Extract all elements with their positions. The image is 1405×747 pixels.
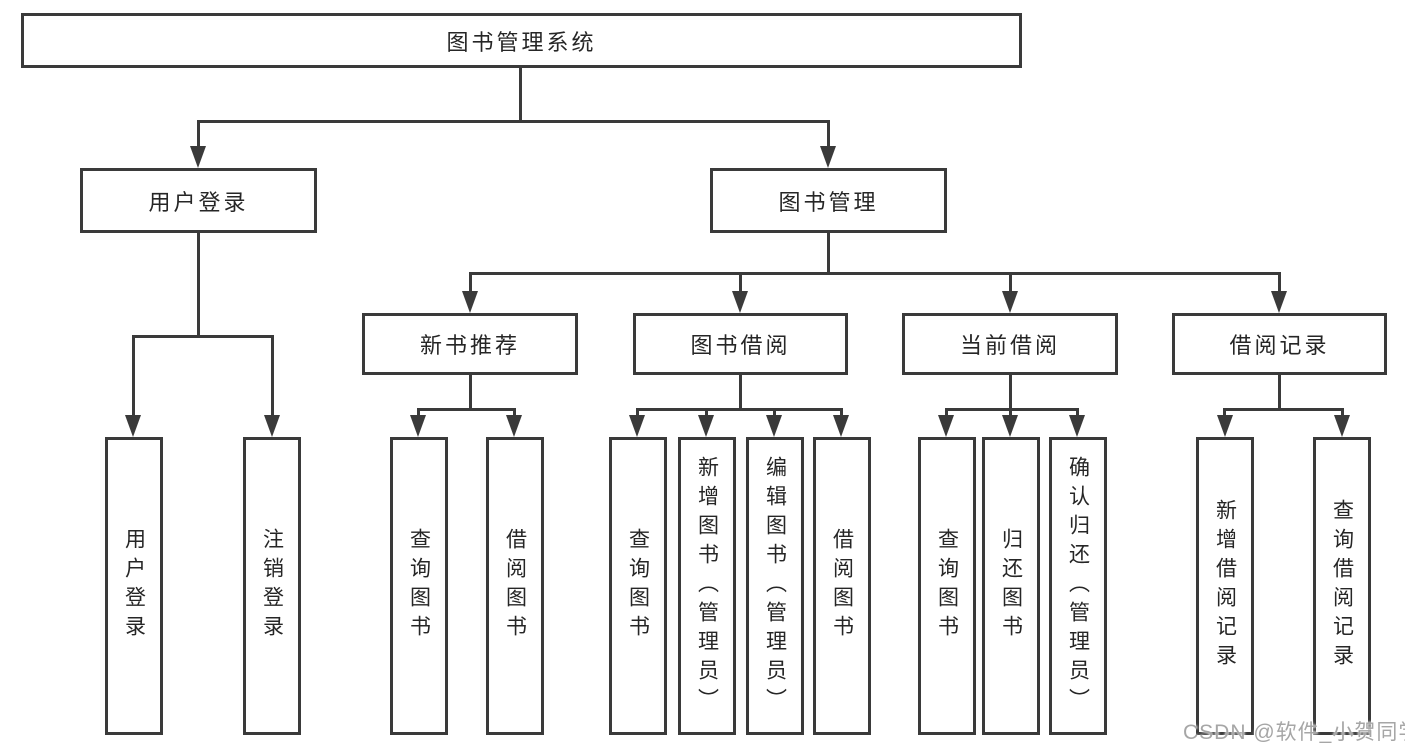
leaf-query-borrow-record: 查询借阅记录 bbox=[1313, 437, 1371, 735]
connector-to-leaf bbox=[1009, 408, 1012, 418]
arrow-down bbox=[125, 415, 141, 437]
node-root-label: 图书管理系统 bbox=[446, 29, 597, 55]
connector-to-current-borrow bbox=[1009, 272, 1012, 292]
leaf-label: 借阅图书 bbox=[830, 528, 854, 644]
leaf-edit-book-admin: 编辑图书（管理员） bbox=[746, 437, 804, 735]
connector-book-mgmt-stem bbox=[827, 233, 830, 272]
leaf-label: 查询图书 bbox=[407, 528, 431, 644]
leaf-label: 借阅图书 bbox=[503, 528, 527, 644]
connector-level3-rail bbox=[469, 272, 1281, 275]
connector-to-leaf bbox=[1223, 408, 1226, 418]
connector-user-login-stem bbox=[197, 233, 200, 335]
connector-level2-rail bbox=[197, 120, 830, 123]
node-user-login: 用户登录 bbox=[80, 168, 317, 233]
connector-to-leaf bbox=[636, 408, 639, 418]
connector-root-stem bbox=[519, 68, 522, 120]
arrow-down bbox=[629, 415, 645, 437]
connector-to-leaf bbox=[1076, 408, 1079, 418]
node-book-mgmt: 图书管理 bbox=[710, 168, 947, 233]
leaf-borrow-books-1: 借阅图书 bbox=[486, 437, 544, 735]
arrow-down bbox=[1334, 415, 1350, 437]
leaf-label: 新增借阅记录 bbox=[1213, 499, 1237, 673]
connector-to-book-mgmt bbox=[827, 120, 830, 146]
connector-to-leaf bbox=[417, 408, 420, 418]
node-label: 新书推荐 bbox=[419, 333, 520, 358]
leaf-confirm-return-admin: 确认归还（管理员） bbox=[1049, 437, 1107, 735]
leaf-label: 查询图书 bbox=[626, 528, 650, 644]
leaf-query-books-3: 查询图书 bbox=[918, 437, 976, 735]
leaf-add-book-admin: 新增图书（管理员） bbox=[678, 437, 736, 735]
node-label: 图书借阅 bbox=[690, 333, 791, 358]
connector-to-book-borrow bbox=[739, 272, 742, 292]
connector-to-leaf bbox=[132, 335, 135, 415]
leaf-label: 编辑图书（管理员） bbox=[763, 455, 787, 717]
leaf-label: 注销登录 bbox=[260, 528, 284, 644]
connector-book-borrow-stem bbox=[739, 375, 742, 408]
arrow-down bbox=[462, 291, 478, 313]
connector-to-leaf bbox=[840, 408, 843, 418]
leaf-label: 查询借阅记录 bbox=[1330, 499, 1354, 673]
arrow-down bbox=[190, 146, 206, 168]
node-label: 用户登录 bbox=[148, 189, 249, 215]
arrow-down bbox=[1217, 415, 1233, 437]
arrow-down bbox=[820, 146, 836, 168]
leaf-label: 确认归还（管理员） bbox=[1066, 455, 1090, 717]
node-current-borrow: 当前借阅 bbox=[902, 313, 1118, 375]
arrow-down bbox=[1271, 291, 1287, 313]
connector-borrow-records-stem bbox=[1278, 375, 1281, 408]
arrow-down bbox=[1002, 415, 1018, 437]
arrow-down bbox=[833, 415, 849, 437]
leaf-query-books-1: 查询图书 bbox=[390, 437, 448, 735]
connector-user-login-rail bbox=[132, 335, 274, 338]
connector-to-leaf bbox=[271, 335, 274, 415]
leaf-label: 用户登录 bbox=[122, 528, 146, 644]
connector-new-books-stem bbox=[469, 375, 472, 408]
connector-borrow-records-rail bbox=[1224, 408, 1343, 411]
leaf-user-login: 用户登录 bbox=[105, 437, 163, 735]
arrow-down bbox=[264, 415, 280, 437]
leaf-label: 归还图书 bbox=[999, 528, 1023, 644]
node-book-borrow: 图书借阅 bbox=[633, 313, 848, 375]
csdn-watermark: CSDN @软件_小贺同学 bbox=[1183, 721, 1405, 744]
arrow-down bbox=[938, 415, 954, 437]
arrow-down bbox=[506, 415, 522, 437]
leaf-label: 新增图书（管理员） bbox=[695, 455, 719, 717]
arrow-down bbox=[732, 291, 748, 313]
connector-new-books-rail bbox=[417, 408, 515, 411]
connector-to-leaf bbox=[945, 408, 948, 418]
node-label: 图书管理 bbox=[778, 189, 879, 215]
connector-to-borrow-records bbox=[1278, 272, 1281, 292]
connector-to-leaf bbox=[513, 408, 516, 418]
connector-current-borrow-stem bbox=[1009, 375, 1012, 408]
leaf-logout: 注销登录 bbox=[243, 437, 301, 735]
node-label: 借阅记录 bbox=[1229, 333, 1330, 358]
connector-to-leaf bbox=[773, 408, 776, 418]
connector-to-leaf bbox=[705, 408, 708, 418]
leaf-borrow-books-2: 借阅图书 bbox=[813, 437, 871, 735]
arrow-down bbox=[410, 415, 426, 437]
arrow-down bbox=[698, 415, 714, 437]
leaf-query-books-2: 查询图书 bbox=[609, 437, 667, 735]
arrow-down bbox=[766, 415, 782, 437]
node-label: 当前借阅 bbox=[959, 333, 1060, 358]
connector-book-borrow-rail bbox=[636, 408, 843, 411]
node-root: 图书管理系统 bbox=[21, 13, 1022, 68]
arrow-down bbox=[1002, 291, 1018, 313]
connector-to-user-login bbox=[197, 120, 200, 146]
arrow-down bbox=[1069, 415, 1085, 437]
leaf-return-book: 归还图书 bbox=[982, 437, 1040, 735]
connector-to-new-books bbox=[469, 272, 472, 292]
leaf-label: 查询图书 bbox=[935, 528, 959, 644]
leaf-add-borrow-record: 新增借阅记录 bbox=[1196, 437, 1254, 735]
node-new-books: 新书推荐 bbox=[362, 313, 578, 375]
connector-to-leaf bbox=[1341, 408, 1344, 418]
node-borrow-records: 借阅记录 bbox=[1172, 313, 1387, 375]
